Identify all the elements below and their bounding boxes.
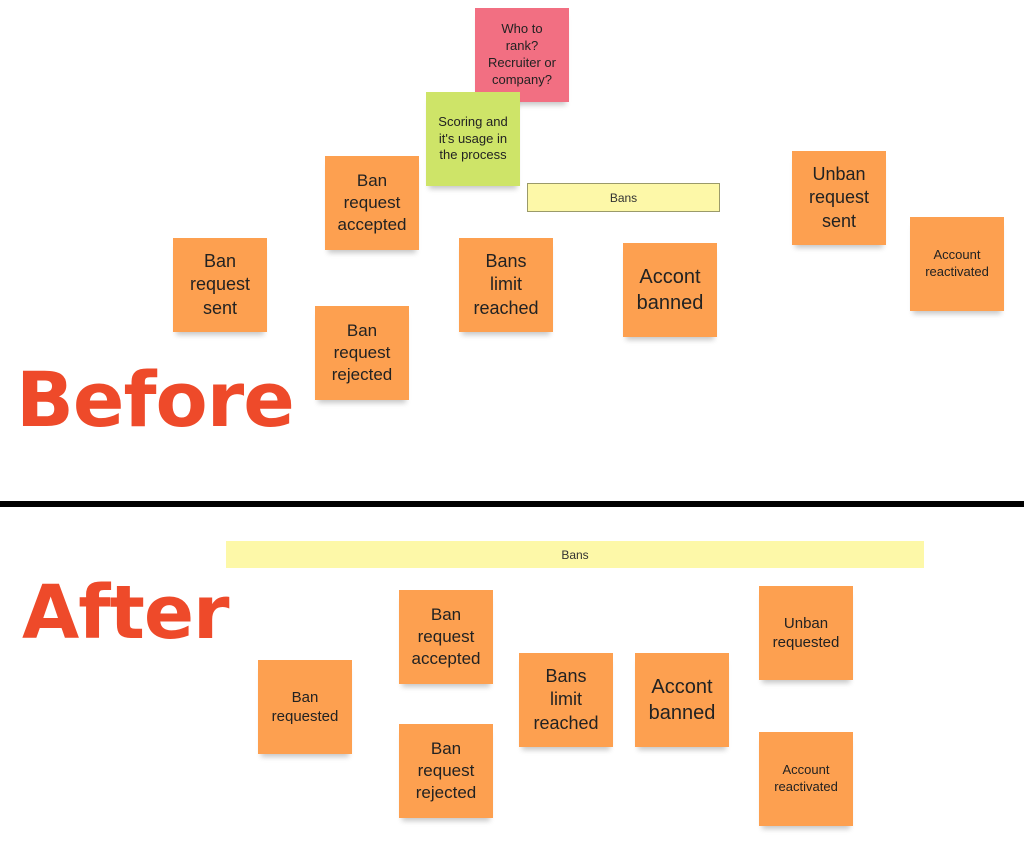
note-unban-requested[interactable]: Unban requested xyxy=(759,586,853,680)
note-after-ban-request-rejected[interactable]: Ban request rejected xyxy=(399,724,493,818)
section-divider xyxy=(0,501,1024,507)
note-bans-limit-reached[interactable]: Bans limit reached xyxy=(459,238,553,332)
note-ban-request-accepted[interactable]: Ban request accepted xyxy=(325,156,419,250)
after-label: After xyxy=(22,570,230,656)
note-who-to-rank[interactable]: Who to rank? Recruiter or company? xyxy=(475,8,569,102)
note-ban-request-rejected[interactable]: Ban request rejected xyxy=(315,306,409,400)
note-scoring[interactable]: Scoring and it's usage in the process xyxy=(426,92,520,186)
note-after-bans-limit-reached[interactable]: Bans limit reached xyxy=(519,653,613,747)
before-bans-band[interactable]: Bans xyxy=(527,183,720,212)
note-after-account-reactivated[interactable]: Account reactivated xyxy=(759,732,853,826)
note-account-reactivated[interactable]: Account reactivated xyxy=(910,217,1004,311)
note-ban-requested[interactable]: Ban requested xyxy=(258,660,352,754)
before-label: Before xyxy=(16,355,295,444)
note-unban-request-sent[interactable]: Unban request sent xyxy=(792,151,886,245)
note-accont-banned[interactable]: Accont banned xyxy=(623,243,717,337)
note-ban-request-sent[interactable]: Ban request sent xyxy=(173,238,267,332)
after-bans-band[interactable]: Bans xyxy=(226,541,924,568)
note-after-accont-banned[interactable]: Accont banned xyxy=(635,653,729,747)
note-after-ban-request-accepted[interactable]: Ban request accepted xyxy=(399,590,493,684)
